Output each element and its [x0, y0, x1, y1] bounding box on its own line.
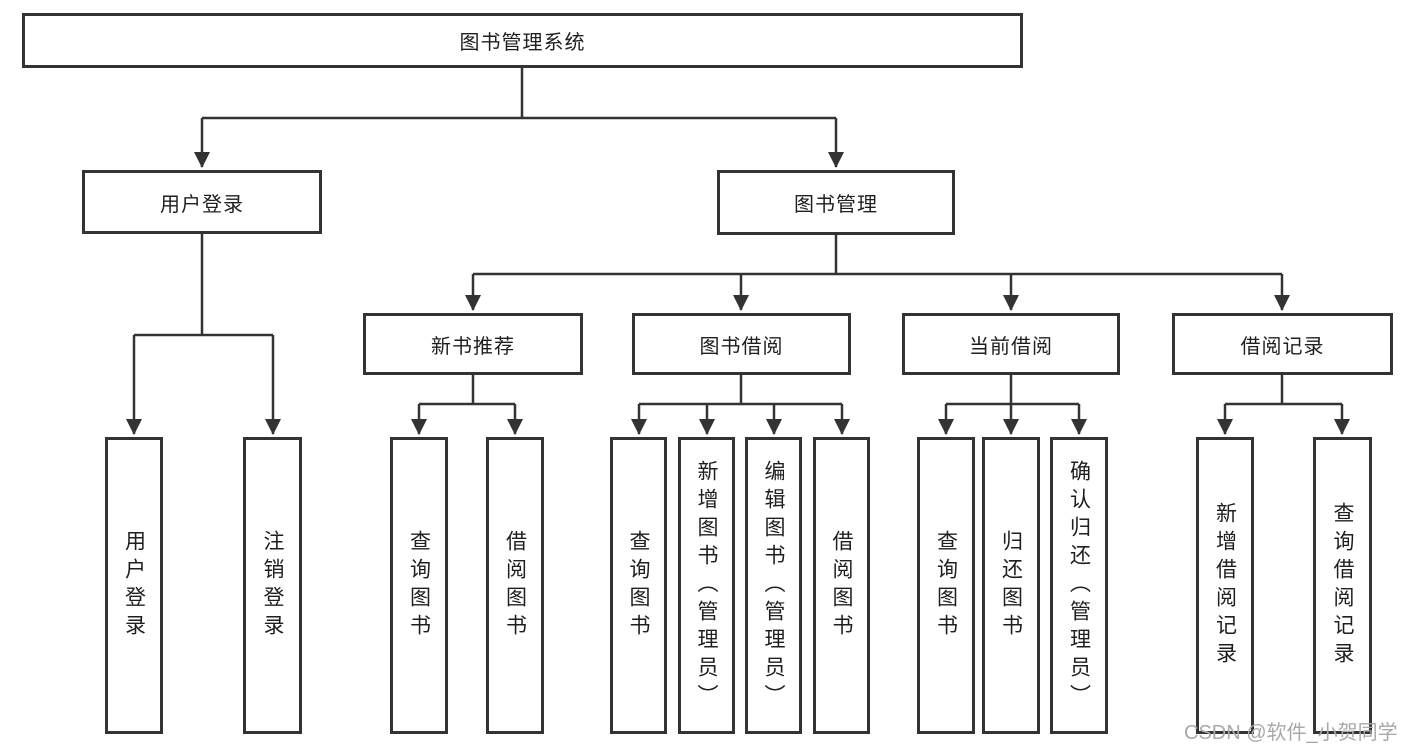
leaf-label: 借阅图书 — [830, 529, 853, 642]
leaf-label: 用户登录 — [122, 529, 146, 642]
leaf-query-borrow-record: 查询借阅记录 — [1313, 437, 1372, 734]
leaf-label: 借阅图书 — [503, 529, 527, 642]
leaf-user-login: 用户登录 — [105, 437, 163, 734]
leaf-confirm-return-admin: 确认归还（管理员） — [1050, 437, 1108, 734]
leaf-label: 新增图书（管理员） — [695, 459, 718, 712]
leaf-label: 编辑图书（管理员） — [762, 459, 785, 712]
leaf-add-book-admin: 新增图书（管理员） — [678, 437, 735, 734]
connector-skeleton — [134, 68, 1342, 406]
leaf-label: 查询借阅记录 — [1331, 501, 1354, 670]
node-book-borrow: 图书借阅 — [632, 313, 851, 375]
leaf-label: 确认归还（管理员） — [1067, 459, 1091, 712]
leaf-label: 查询图书 — [627, 529, 650, 642]
node-new-book-recommend: 新书推荐 — [363, 313, 583, 375]
leaf-query-book: 查询图书 — [390, 437, 448, 734]
leaf-edit-book-admin: 编辑图书（管理员） — [745, 437, 802, 734]
node-borrow-records: 借阅记录 — [1172, 313, 1393, 375]
node-root-system: 图书管理系统 — [22, 13, 1023, 68]
leaf-label: 查询图书 — [934, 529, 958, 642]
leaf-label: 查询图书 — [407, 529, 431, 642]
leaf-borrow-book: 借阅图书 — [486, 437, 544, 734]
leaf-query-book: 查询图书 — [610, 437, 667, 734]
node-current-borrow: 当前借阅 — [902, 313, 1120, 375]
leaf-borrow-book: 借阅图书 — [813, 437, 870, 734]
leaf-label: 注销登录 — [261, 529, 284, 642]
node-book-management: 图书管理 — [717, 170, 955, 235]
leaf-label: 归还图书 — [999, 529, 1023, 642]
leaf-query-book: 查询图书 — [917, 437, 975, 734]
csdn-watermark: CSDN @软件_小贺同学 — [1184, 722, 1398, 744]
leaf-label: 新增借阅记录 — [1213, 501, 1237, 670]
leaf-add-borrow-record: 新增借阅记录 — [1196, 437, 1254, 734]
node-user-login: 用户登录 — [82, 170, 322, 234]
leaf-logout: 注销登录 — [243, 437, 302, 734]
leaf-return-book: 归还图书 — [982, 437, 1040, 734]
